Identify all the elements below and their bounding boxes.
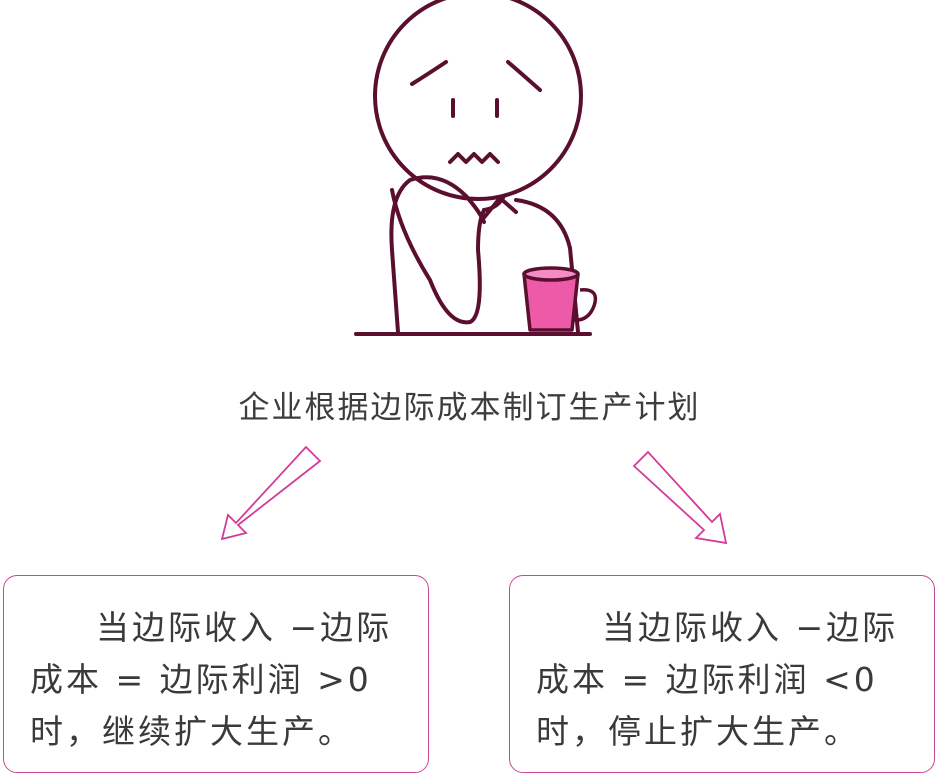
cup-icon [522,266,598,332]
worried-person-icon [354,0,598,336]
arrow-down-left-icon [220,445,322,541]
condition-text-expand: 当边际收入 −边际成本 = 边际利润 >0 时，继续扩大生产。 [30,608,393,751]
hand-arm [390,188,486,325]
condition-box-stop: 当边际收入 −边际成本 = 边际利润 <0 时，停止扩大生产。 [509,575,935,773]
condition-text-stop: 当边际收入 −边际成本 = 边际利润 <0 时，停止扩大生产。 [536,608,899,751]
arrow-down-right-icon [632,450,728,545]
hand-finger [482,194,506,212]
right-eyebrow [506,60,542,92]
collar [480,196,518,222]
right-shoulder [514,198,580,334]
wavy-mouth [448,152,500,164]
condition-box-expand: 当边际收入 −边际成本 = 边际利润 >0 时，继续扩大生产。 [3,575,429,773]
head-circle [373,0,583,201]
diagram-caption: 企业根据边际成本制订生产计划 [238,390,701,426]
torso [389,175,486,334]
left-eyebrow [410,60,448,86]
